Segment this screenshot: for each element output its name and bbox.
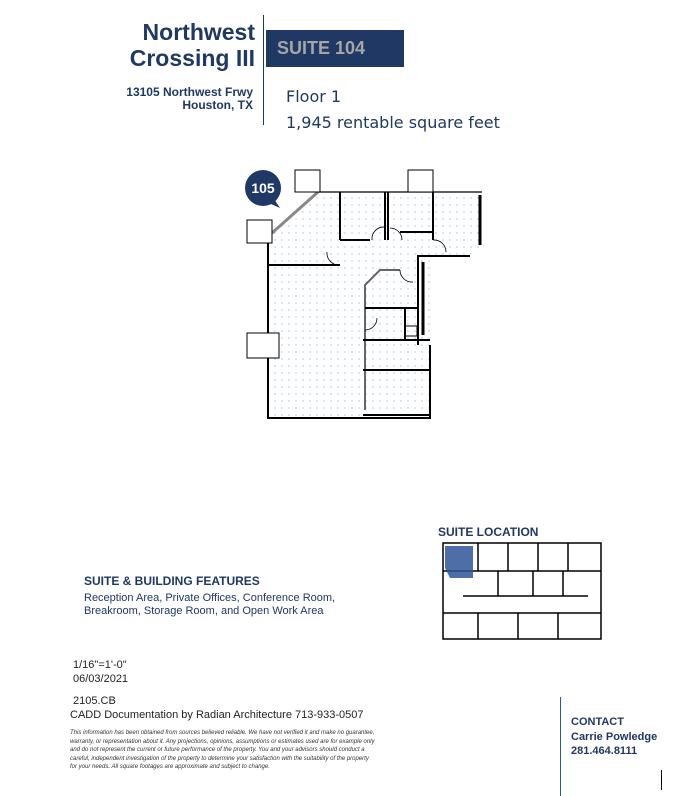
disclaimer: This information has been obtained from … <box>70 730 375 770</box>
contact-heading: CONTACT <box>571 716 624 728</box>
neighbor-suite-badge: 105 <box>245 170 281 208</box>
area-label: 1,945 rentable square feet <box>286 113 500 132</box>
column <box>246 332 280 359</box>
building-name-line2: Crossing III <box>129 45 255 71</box>
features-list: Reception Area, Private Offices, Confere… <box>84 592 335 618</box>
features-line1: Reception Area, Private Offices, Confere… <box>84 592 336 604</box>
suite-highlight <box>445 546 473 578</box>
contact-divider <box>560 697 561 796</box>
suite-label: SUITE 104 <box>266 30 404 67</box>
column <box>407 169 434 193</box>
address-line1: 13105 Northwest Frwy <box>126 85 253 99</box>
features-heading: SUITE & BUILDING FEATURES <box>84 574 260 588</box>
drawing-credit: CADD Documentation by Radian Architectur… <box>70 709 364 721</box>
address-line2: Houston, TX <box>182 98 253 112</box>
column <box>294 169 321 193</box>
edge-mark <box>661 770 662 790</box>
header-divider <box>263 15 264 125</box>
drawing-date: 06/03/2021 <box>73 673 129 685</box>
column <box>246 219 273 244</box>
contact-phone[interactable]: 281.464.8111 <box>571 745 638 757</box>
suite-location-heading: SUITE LOCATION <box>438 525 539 539</box>
features-line2: Breakroom, Storage Room, and Open Work A… <box>84 605 324 617</box>
location-key-plan <box>442 542 602 640</box>
contact-name: Carrie Powledge <box>571 731 658 743</box>
floor-plan: 105 <box>245 169 482 419</box>
building-name-line1: Northwest <box>142 19 255 45</box>
drawing-file: 2105.CB <box>73 695 116 707</box>
neighbor-suite-number: 105 <box>251 180 275 196</box>
floor-label: Floor 1 <box>286 87 342 106</box>
drawing-scale: 1/16"=1'-0" <box>73 659 127 671</box>
